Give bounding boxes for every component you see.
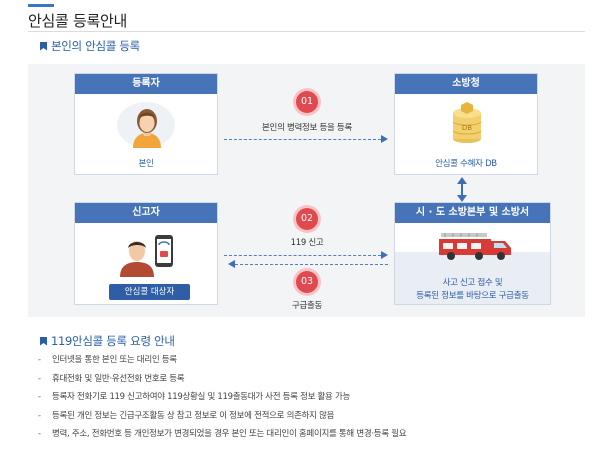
step-02-dashed-line (224, 255, 381, 256)
title-accent-bar (28, 4, 54, 7)
local-fire-caption-line1: 사고 신고 접수 및 (442, 278, 503, 288)
fire-agency-caption: 안심콜 수혜자 DB (435, 159, 497, 169)
list-item: -인터넷을 통한 본인 또는 대리인 등록 (38, 355, 177, 365)
caller-with-phone-icon (120, 235, 173, 277)
section-title-text: 본인의 안심콜 등록 (51, 39, 140, 53)
person-avatar-icon (133, 109, 161, 148)
arrow-right-icon (381, 251, 388, 259)
list-item: -등록자 전화기로 119 신고하여야 119상황실 및 119출동대가 사전 … (38, 392, 350, 402)
section-title-registration-guide: 119안심콜 등록 요령 안내 (40, 333, 175, 349)
step-badge-01: 01 (296, 91, 318, 113)
truck-band (395, 252, 550, 304)
section-title-text: 119안심콜 등록 요령 안내 (51, 334, 175, 348)
step-label-03: 구급출동 (291, 301, 323, 311)
step-03-dashed-line (235, 264, 388, 265)
db-label: DB (462, 124, 472, 132)
local-fire-header: 시 · 도 소방본부 및 소방서 (395, 203, 550, 223)
title-divider (28, 31, 585, 32)
double-arrow-vertical-icon (457, 177, 467, 202)
bookmark-icon (40, 336, 47, 346)
section-title-self-registration: 본인의 안심콜 등록 (40, 38, 140, 54)
reporter-header: 신고자 (75, 203, 217, 223)
registrant-caption: 본인 (138, 159, 154, 169)
list-item: -등록된 개인 정보는 긴급구조활동 상 참고 정보로 이 정보에 전적으로 의… (38, 410, 335, 421)
step-badge-02: 02 (296, 208, 318, 230)
reporter-tag: 안심콜 대상자 (109, 284, 190, 300)
step-badge-03: 03 (296, 271, 318, 293)
step-label-02: 119 신고 (290, 238, 324, 248)
list-item: -병력, 주소, 전화번호 등 개인정보가 변경되었을 경우 본인 또는 대리인… (38, 429, 407, 439)
arrow-left-icon (228, 260, 235, 268)
registration-guide-list: -인터넷을 통한 본인 또는 대리인 등록 -휴대전화 및 일반·유선전화 번호… (38, 351, 407, 444)
registrant-box: 등록자 본인 (74, 73, 218, 175)
registrant-header: 등록자 (75, 74, 217, 94)
list-item: -휴대전화 및 일반·유선전화 번호로 등록 (38, 373, 185, 384)
arrow-right-icon (381, 135, 388, 143)
page-title: 안심콜 등록안내 (28, 12, 127, 30)
fire-agency-header: 소방청 (395, 74, 537, 94)
local-fire-caption-line2: 등록된 정보를 바탕으로 구급출동 (416, 291, 529, 301)
fire-truck-icon (439, 233, 511, 260)
registration-flow-diagram: 등록자 본인 소방청 DB 안심콜 수혜자 DB 01 본인의 병력정보 등을 … (28, 64, 585, 317)
reporter-box: 신고자 안심콜 대상자 (74, 202, 218, 305)
step-01-dashed-line (224, 139, 381, 140)
bookmark-icon (40, 41, 47, 51)
database-icon: DB (452, 102, 482, 143)
fire-agency-box: 소방청 DB 안심콜 수혜자 DB (394, 73, 538, 175)
step-label-01: 본인의 병력정보 등을 등록 (262, 123, 352, 133)
local-fire-department-box: 시 · 도 소방본부 및 소방서 사고 신고 접수 및 등록된 정보를 바탕으로… (394, 202, 551, 305)
